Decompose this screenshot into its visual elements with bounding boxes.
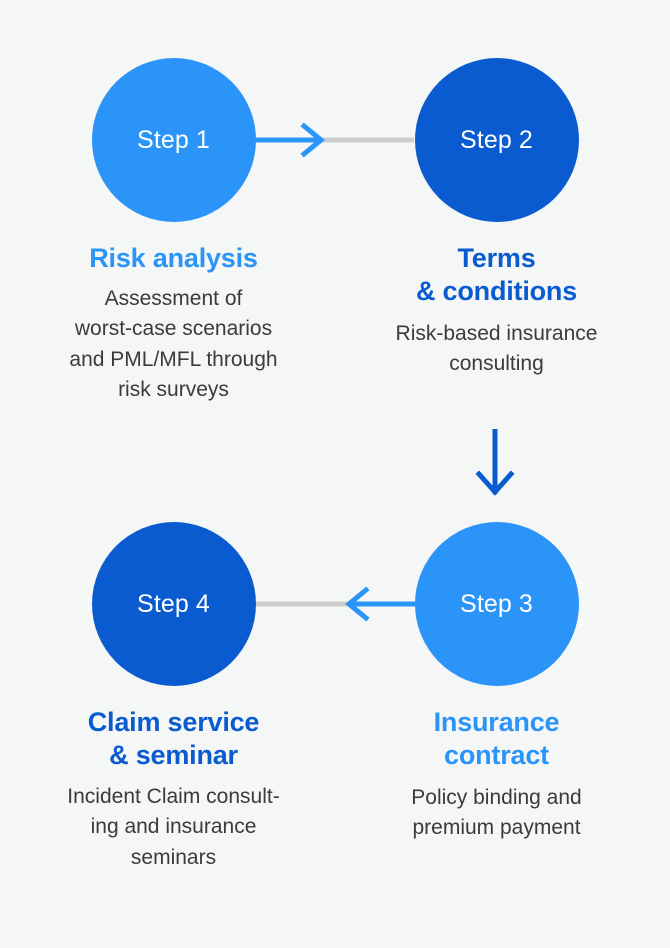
step-title-3: Insurance contract [329,706,664,772]
step-description-line: consulting [449,352,544,376]
step-title-line: Terms [457,243,536,273]
step-title-4: Claim service & seminar [6,706,341,772]
step-circle-3[interactable]: Step 3 [414,522,579,686]
step-card-1: Step 1 Risk analysis Assessment of worst… [6,58,341,406]
step-card-2: Step 2 Terms & conditions Risk-based ins… [329,58,664,380]
step-description-line: worst-case scenarios [74,317,273,341]
step-circle-1[interactable]: Step 1 [91,58,256,222]
step-description-line: risk surveys [118,378,229,402]
step-description-line: ing and insurance [90,815,257,839]
step-title-line: Risk analysis [89,243,258,273]
step-description-line: seminars [130,845,217,869]
step-badge-label: Step 4 [137,589,210,618]
step-badge-label: Step 2 [460,125,533,154]
step-description-line: and PML/MFL through [69,347,278,371]
connector-step2-to-step3 [475,429,515,496]
step-title-1: Risk analysis [6,242,341,275]
step-description-line: Risk-based insurance [395,321,598,345]
step-description-line: premium payment [412,816,581,840]
step-badge-label: Step 1 [137,125,210,154]
step-description-3: Policy binding and premium payment [329,783,664,844]
step-description-line: Policy binding and [411,785,582,809]
step-card-4: Step 4 Claim service & seminar Incident … [6,522,341,873]
step-description-line: Incident Claim consult- [67,784,280,808]
step-description-4: Incident Claim consult- ing and insuranc… [6,782,341,873]
step-circle-4[interactable]: Step 4 [91,522,256,686]
step-card-3: Step 3 Insurance contract Policy binding… [329,522,664,844]
step-title-line: & seminar [109,739,238,770]
arrowhead-down-icon [475,470,515,496]
step-title-line: contract [444,739,549,770]
step-title-line: & conditions [415,275,578,306]
step-description-1: Assessment of worst-case scenarios and P… [6,284,341,406]
step-title-2: Terms & conditions [329,242,664,308]
step-badge-label: Step 3 [460,589,533,618]
step-title-line: Insurance [433,707,560,737]
step-circle-2[interactable]: Step 2 [414,58,579,222]
step-description-2: Risk-based insurance consulting [329,319,664,380]
step-title-line: Claim service [87,707,260,737]
step-description-line: Assessment of [104,286,243,310]
